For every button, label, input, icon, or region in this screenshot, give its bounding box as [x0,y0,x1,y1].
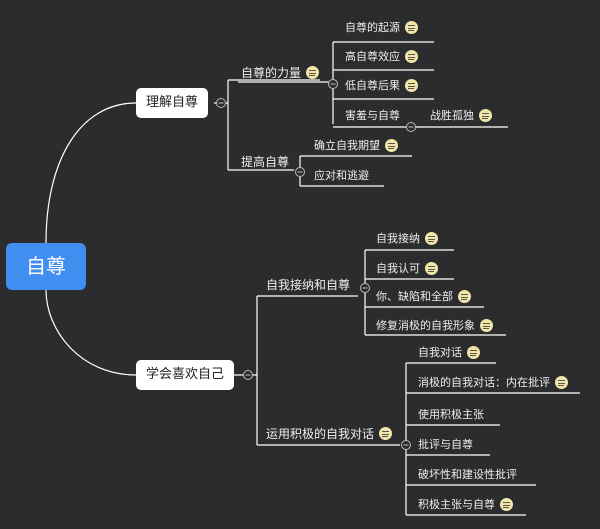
topic-learn-to-like-yourself[interactable]: 学会喜欢自己 [136,360,235,390]
topic-label: 提高自尊 [241,155,290,169]
topic-cope-and-avoid[interactable]: 应对和逃避 [314,167,369,185]
note-icon[interactable] [555,375,568,389]
topic-high-effect[interactable]: 高自尊效应 [345,48,418,66]
topic-label: 高自尊效应 [345,50,400,63]
topic-label: 自我认可 [376,262,420,275]
topic-label: 自我对话 [418,346,462,359]
topic-label: 积极主张与自尊 [418,498,495,511]
note-icon[interactable] [385,138,398,152]
note-icon[interactable] [467,345,480,359]
connector-root-understand [45,102,137,244]
topic-label: 运用积极的自我对话 [266,427,375,441]
note-icon[interactable] [306,66,320,79]
note-icon[interactable] [425,231,438,245]
topic-positive-affirmation[interactable]: 使用积极主张 [418,406,484,424]
topic-label: 批评与自尊 [418,438,473,451]
topic-label: 你、缺陷和全部 [376,290,453,303]
topic-understand-self-esteem[interactable]: 理解自尊 [136,88,209,118]
topic-label: 消极的自我对话：内在批评 [418,376,550,389]
topic-self-approval[interactable]: 自我认可 [376,260,438,278]
topic-raise-self-esteem[interactable]: 提高自尊 [241,153,289,171]
topic-label: 害羞与自尊 [345,109,400,122]
topic-label: 战胜孤独 [430,109,474,122]
root-topic[interactable]: 自尊 [6,243,86,290]
topic-label: 自我接纳和自尊 [266,278,351,292]
topic-self-acceptance[interactable]: 自我接纳和自尊 [266,276,350,294]
note-icon[interactable] [425,261,438,275]
topic-label: 自尊的起源 [345,21,400,34]
topic-label: 修复消极的自我形象 [376,319,475,332]
connector-like-subs [232,295,400,446]
topic-shyness[interactable]: 害羞与自尊 [345,107,400,125]
topic-origin[interactable]: 自尊的起源 [345,19,418,37]
note-icon[interactable] [405,78,418,92]
topic-criticism-and-self-esteem[interactable]: 批评与自尊 [418,436,473,454]
topic-label: 使用积极主张 [418,408,484,421]
note-icon[interactable] [405,20,418,34]
connector-root-like [45,289,137,376]
note-icon[interactable] [500,497,513,511]
note-icon[interactable] [379,427,393,440]
topic-accept-self[interactable]: 自我接纳 [376,230,438,248]
topic-negative-self-talk[interactable]: 消极的自我对话：内在批评 [418,374,568,392]
topic-label: 应对和逃避 [314,169,369,182]
note-icon[interactable] [480,318,493,332]
topic-power-of-self-esteem[interactable]: 自尊的力量 [241,64,320,82]
topic-positive-self-talk[interactable]: 运用积极的自我对话 [266,425,393,443]
topic-label: 低自尊后果 [345,79,400,92]
note-icon[interactable] [405,49,418,63]
topic-label: 破坏性和建设性批评 [418,468,517,481]
topic-label: 确立自我期望 [314,139,380,152]
topic-you-flaws-all[interactable]: 你、缺陷和全部 [376,288,471,306]
note-icon[interactable] [479,108,492,122]
topic-low-consequence[interactable]: 低自尊后果 [345,77,418,95]
connector-selftalk-leaves [405,362,580,516]
topic-label: 理解自尊 [146,95,199,110]
note-icon[interactable] [458,289,471,303]
topic-overcome-loneliness[interactable]: 战胜孤独 [430,107,492,125]
topic-self-talk[interactable]: 自我对话 [418,344,480,362]
topic-repair-self-image[interactable]: 修复消极的自我形象 [376,317,493,335]
topic-label: 自尊的力量 [241,66,302,80]
topic-label: 自我接纳 [376,232,420,245]
topic-destructive-constructive[interactable]: 破坏性和建设性批评 [418,466,517,484]
topic-set-expectations[interactable]: 确立自我期望 [314,137,398,155]
topic-affirmation-self-esteem[interactable]: 积极主张与自尊 [418,496,513,514]
topic-label: 学会喜欢自己 [146,367,225,382]
